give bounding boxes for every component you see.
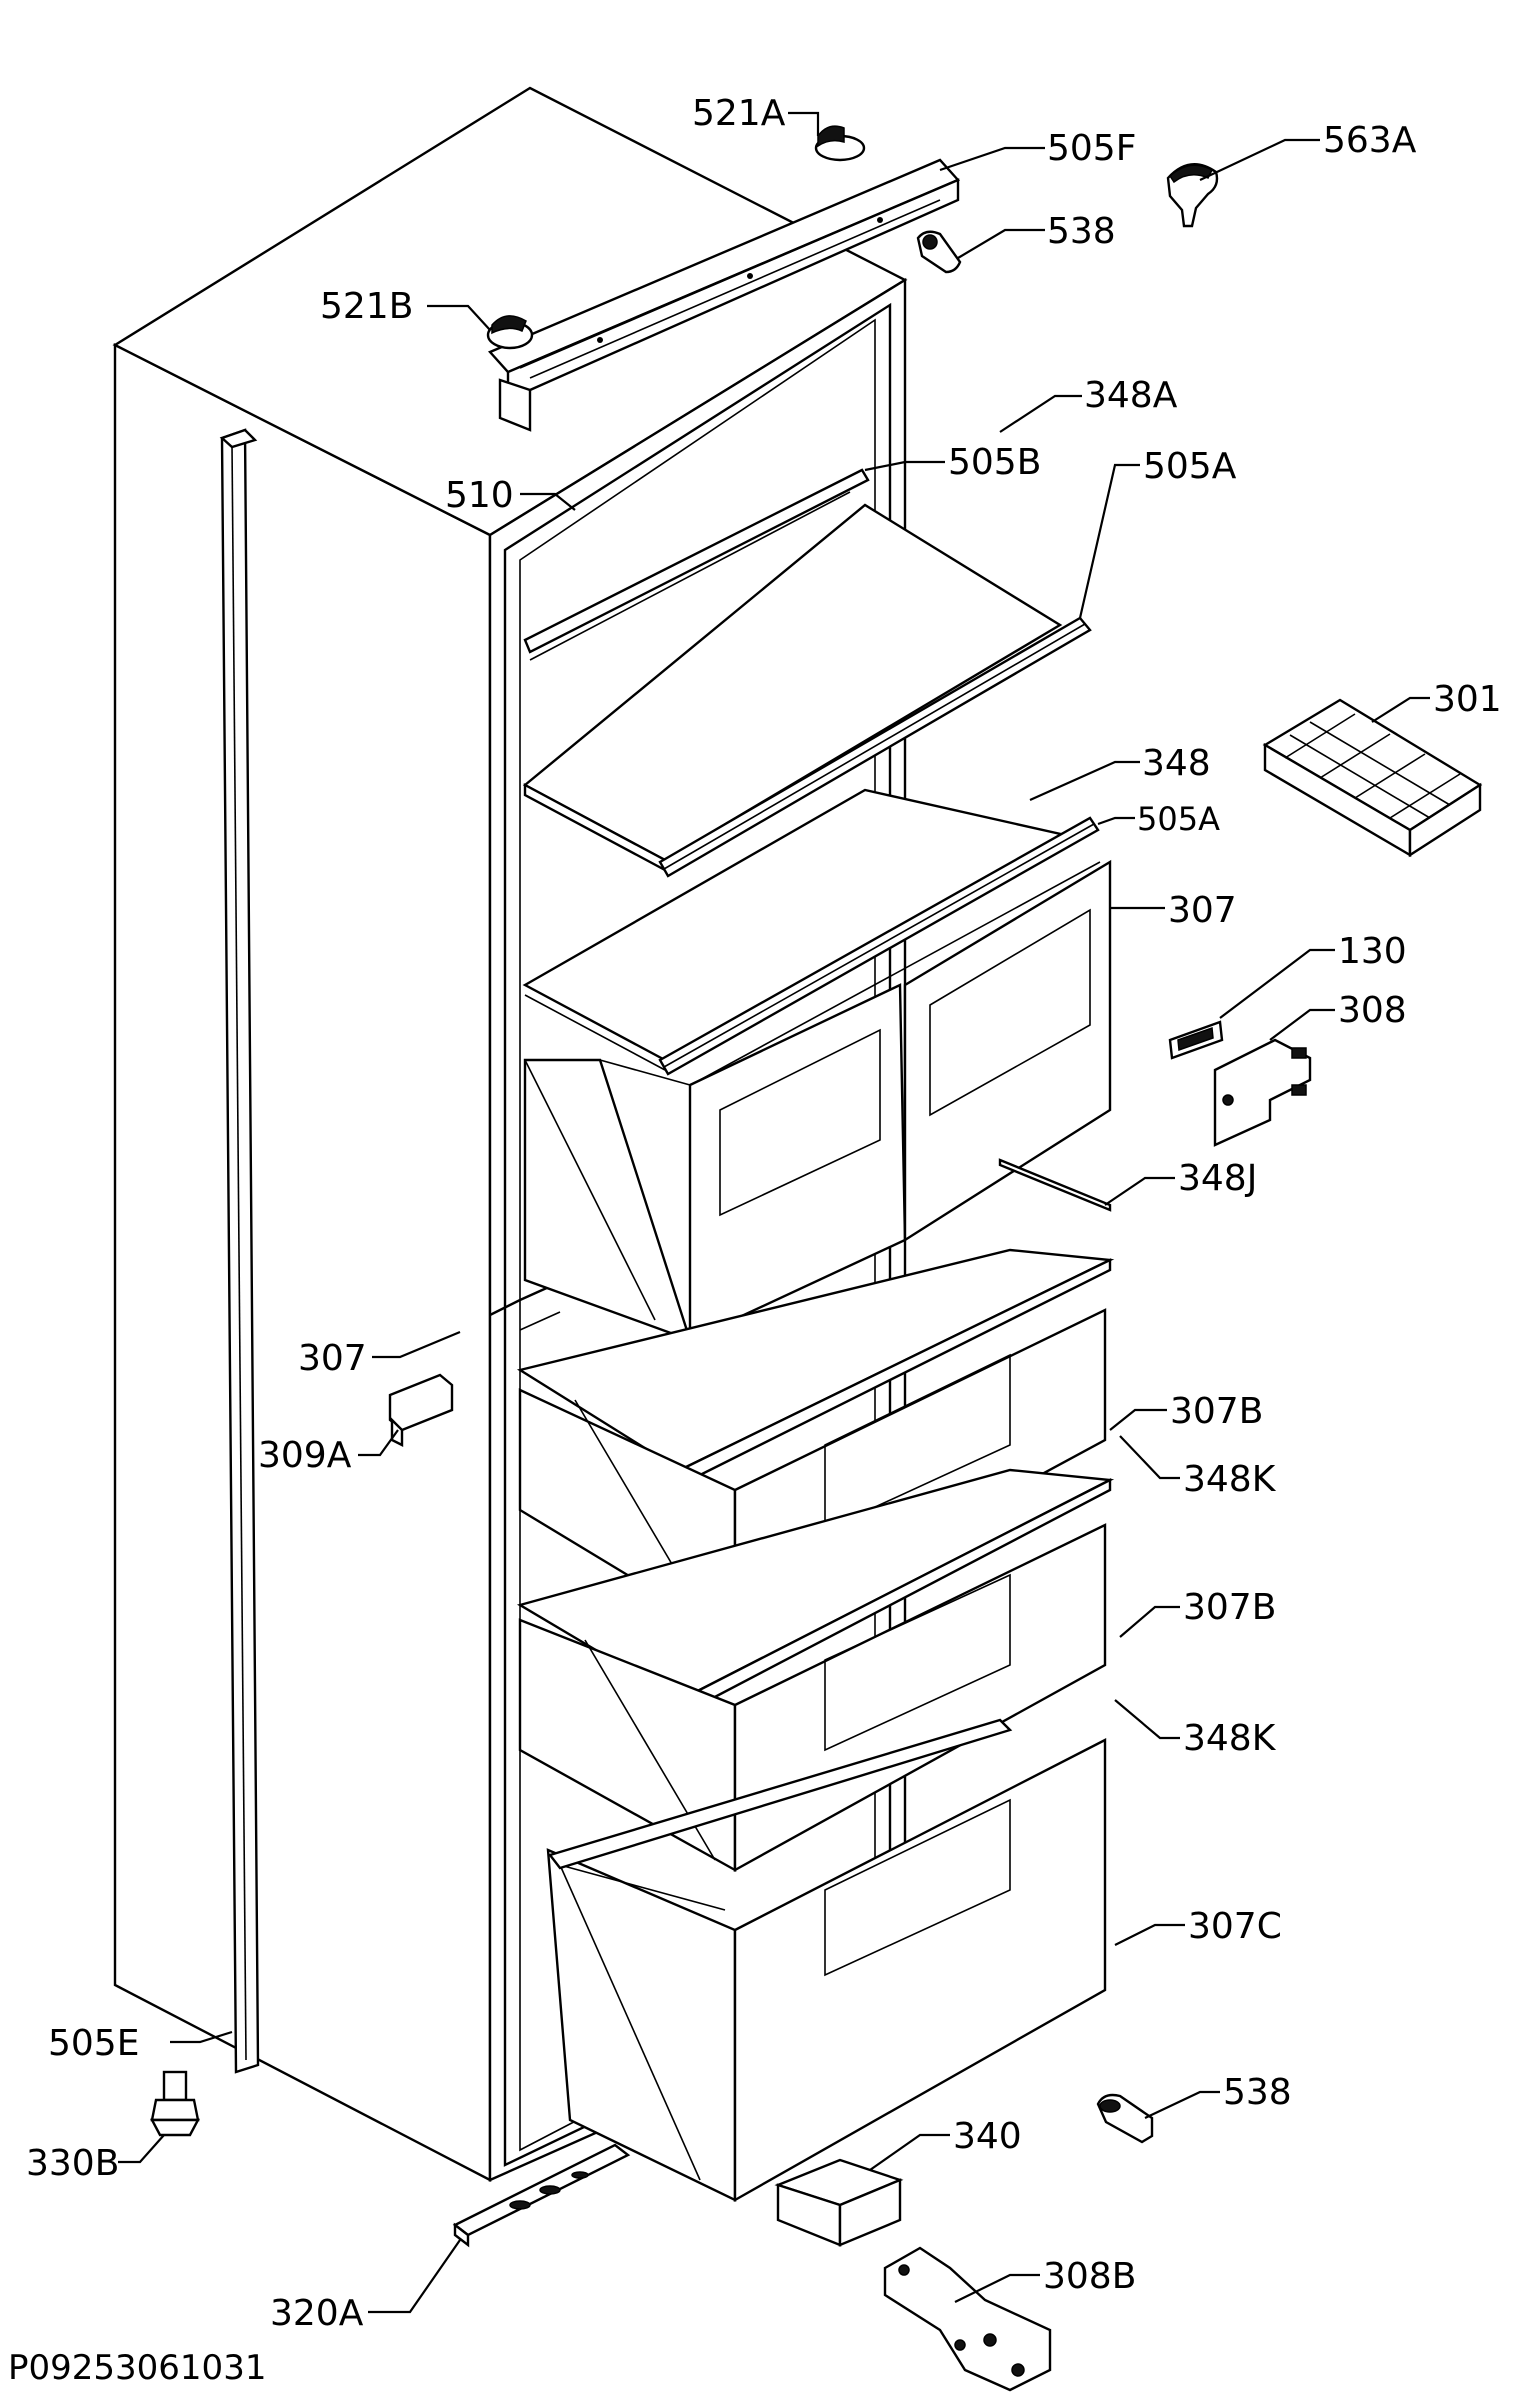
label-308b: 308B (1043, 2256, 1136, 2297)
label-505a-1: 505A (1143, 446, 1237, 487)
label-348j: 348J (1178, 1158, 1257, 1199)
label-538-bottom: 538 (1223, 2072, 1292, 2113)
part-labels: 521A 505F 563A 538 521B 505B 510 348A 50… (26, 93, 1502, 2334)
drawer-307c (546, 1718, 1107, 2203)
label-307b-1: 307B (1170, 1391, 1263, 1432)
glass-shelf-348j (998, 1158, 1112, 1212)
cover-521a (814, 125, 866, 162)
label-521a: 521A (692, 93, 786, 134)
bracket-538-top (916, 230, 962, 274)
label-521b: 521B (320, 286, 413, 327)
label-563a: 563A (1323, 120, 1417, 161)
label-510: 510 (445, 475, 514, 516)
label-505b: 505B (948, 442, 1041, 483)
shelf-trim-505a-2 (658, 816, 1100, 1076)
document-code: P09253061031 (8, 2348, 267, 2388)
hinge-308b (883, 2246, 1052, 2392)
ice-tray-301 (1262, 698, 1483, 858)
label-348a: 348A (1084, 375, 1178, 416)
door-gasket-505e (219, 428, 260, 2074)
top-rail-505f (487, 158, 961, 432)
label-130: 130 (1338, 931, 1407, 972)
leader-lines (118, 111, 1430, 2314)
bracket-538-bottom (1096, 2093, 1154, 2144)
rail-320a (452, 2143, 631, 2248)
label-348k-2: 348K (1183, 1718, 1277, 1759)
bracket-308 (1213, 1038, 1312, 1147)
label-348: 348 (1142, 743, 1211, 784)
shelf-trim-505a-1 (658, 616, 1092, 878)
label-538-top: 538 (1047, 211, 1116, 252)
label-320a: 320A (270, 2293, 364, 2334)
foot-330b (150, 2070, 200, 2137)
label-348k-1: 348K (1183, 1459, 1277, 1500)
label-301: 301 (1433, 679, 1502, 720)
clip-130 (1168, 1020, 1224, 1060)
label-309a: 309A (258, 1435, 352, 1476)
shelf-trim-505b (523, 468, 870, 654)
block-340 (774, 2158, 904, 2247)
label-340: 340 (953, 2116, 1022, 2157)
label-505e: 505E (48, 2023, 139, 2064)
label-307b-2: 307B (1183, 1587, 1276, 1628)
label-505a-2: 505A (1137, 800, 1220, 838)
bracket-309a (388, 1373, 454, 1447)
drawer-307-right (699, 859, 1112, 1243)
label-308: 308 (1338, 990, 1407, 1031)
label-330b: 330B (26, 2143, 119, 2184)
label-505f: 505F (1047, 128, 1136, 169)
cabinet-side-panel (113, 343, 492, 2182)
hinge-pin-563a (1166, 163, 1219, 228)
glass-shelf-348k-1 (516, 1248, 1115, 1482)
cover-521b (486, 315, 534, 350)
glass-shelf-348a (522, 477, 1063, 873)
label-307c: 307C (1188, 1906, 1282, 1947)
label-307-left: 307 (298, 1338, 367, 1379)
label-307-right: 307 (1168, 890, 1237, 931)
